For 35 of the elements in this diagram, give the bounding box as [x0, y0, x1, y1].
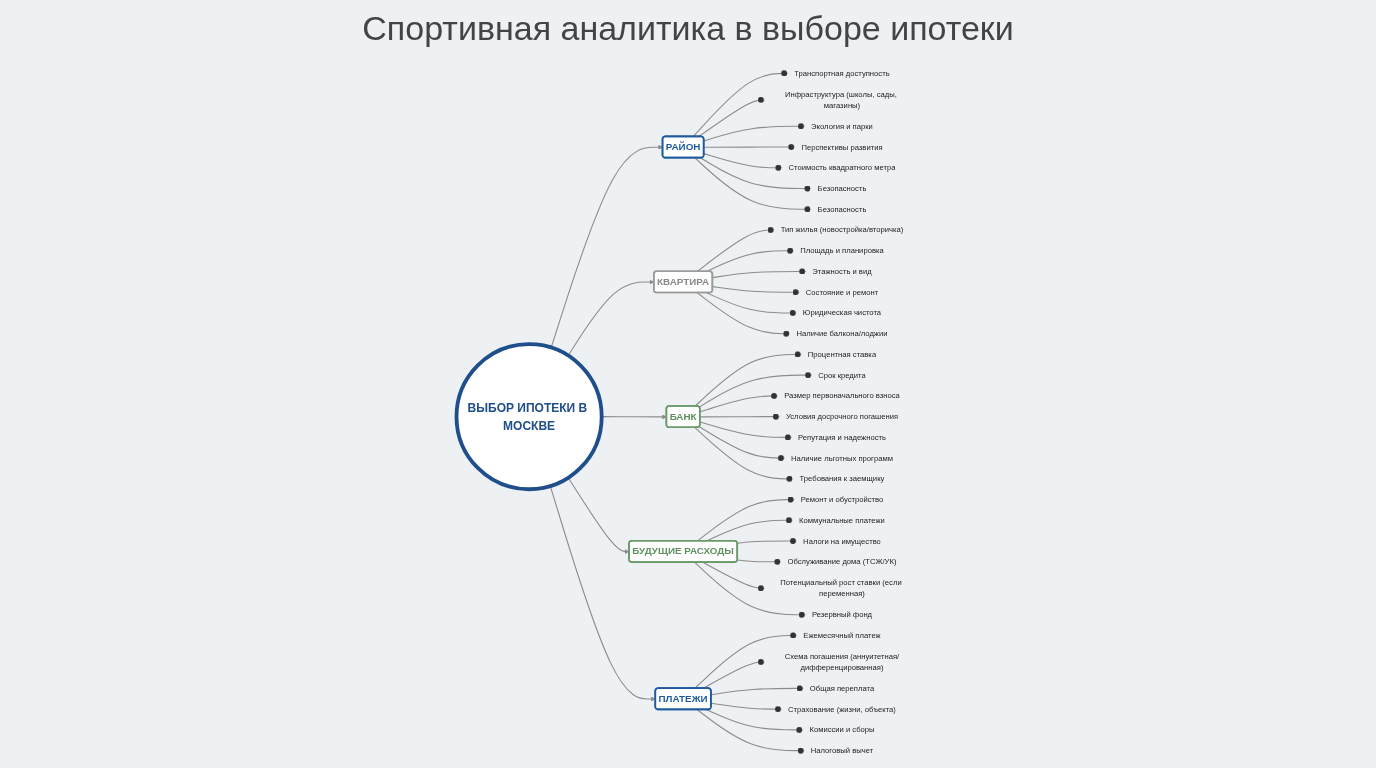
connector	[703, 143, 796, 151]
connector	[692, 70, 789, 138]
connector	[710, 702, 783, 713]
connector	[698, 371, 813, 408]
connector	[706, 709, 804, 734]
connector	[699, 392, 779, 413]
connector	[698, 96, 766, 138]
connector	[712, 286, 800, 296]
connector	[699, 413, 780, 420]
connector	[694, 561, 806, 619]
connector	[706, 292, 797, 317]
connector	[706, 247, 795, 272]
connector	[703, 153, 783, 172]
connector	[702, 658, 766, 689]
connector	[710, 685, 804, 696]
connector	[694, 632, 798, 689]
connector	[696, 496, 795, 542]
connector	[698, 426, 786, 462]
connector	[736, 537, 798, 545]
connector	[696, 709, 805, 754]
connector	[712, 268, 807, 279]
connector	[699, 421, 793, 441]
connector	[696, 226, 775, 272]
connector	[694, 427, 794, 483]
node-circle: ВЫБОР ИПОТЕКИ В МОСКВЕ	[454, 342, 604, 492]
connector	[700, 157, 812, 192]
connector	[694, 157, 812, 213]
connector	[703, 123, 806, 142]
connector	[706, 517, 794, 542]
connector	[702, 561, 766, 592]
connector	[696, 292, 791, 337]
connector	[736, 558, 782, 566]
connector	[694, 351, 802, 407]
diagram-title: Спортивная аналитика в выборе ипотеки	[361, 8, 1015, 49]
arrow	[549, 485, 656, 702]
